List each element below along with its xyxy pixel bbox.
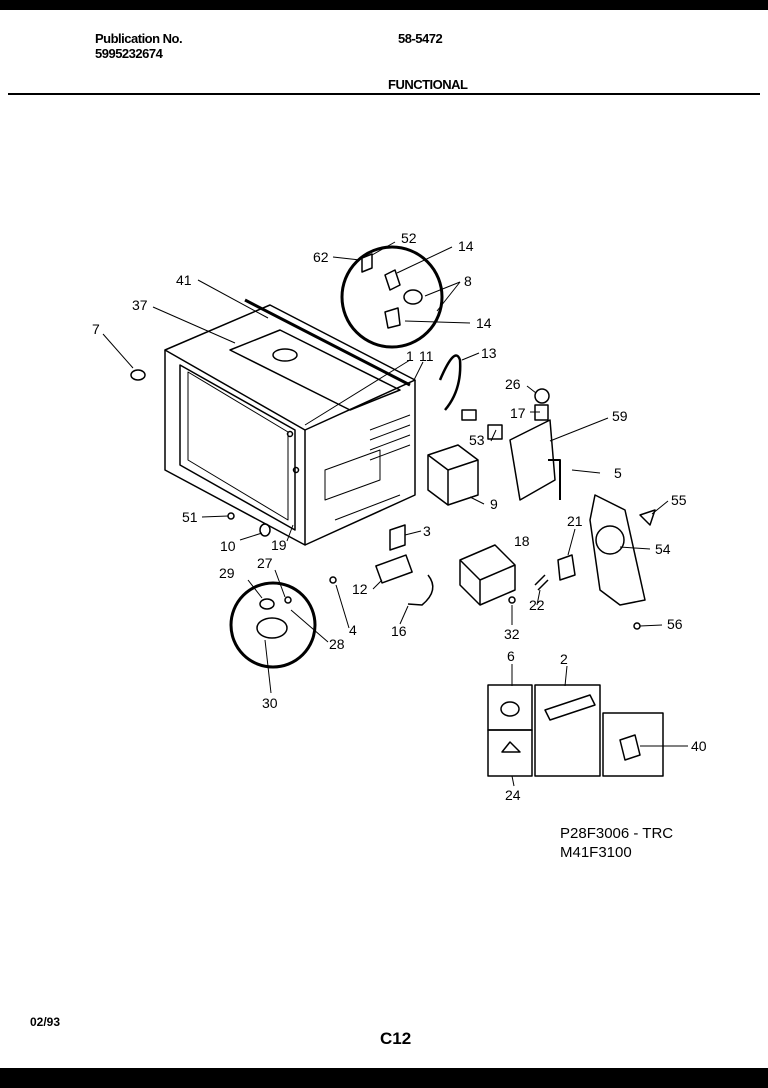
callout: 14 (458, 238, 474, 254)
callout: 27 (257, 555, 273, 571)
callout: 16 (391, 623, 407, 639)
page-number: C12 (380, 1029, 412, 1048)
control-panel-part (544, 694, 596, 721)
capacitor-bracket (389, 524, 406, 551)
duct-rod (548, 459, 561, 500)
lamp-socket (534, 404, 549, 421)
relay-switch (557, 554, 576, 581)
callout: 52 (401, 230, 417, 246)
fan-screw (508, 596, 516, 604)
diode (534, 574, 549, 591)
callout: 40 (691, 738, 707, 754)
callout: 41 (176, 272, 192, 288)
callout: 21 (567, 513, 583, 529)
callout: 6 (507, 648, 515, 664)
callout: 4 (349, 622, 357, 638)
model-number: P28F3006 - TRC (560, 825, 673, 842)
callout: 54 (655, 541, 671, 557)
callout: 62 (313, 249, 329, 265)
callout: 12 (352, 581, 368, 597)
callout: 8 (464, 273, 472, 289)
callout: 53 (469, 432, 485, 448)
lead-wire (407, 574, 434, 606)
callout: 11 (419, 348, 434, 364)
callout: 59 (612, 408, 628, 424)
capacitor (375, 554, 413, 584)
callout: 18 (514, 533, 530, 549)
document-code: 58-5472 (398, 31, 443, 46)
thermal-cutout (487, 424, 503, 440)
footer-date: 02/93 (30, 1015, 61, 1029)
callout: 22 (529, 597, 545, 613)
header-rule (8, 93, 760, 95)
callout: 1 (406, 348, 414, 364)
callout: 17 (510, 405, 526, 421)
top-border (0, 0, 768, 10)
mounting-screw (329, 576, 337, 584)
callout: 3 (423, 523, 431, 539)
callout: 29 (219, 565, 235, 581)
oven-cabinet (164, 298, 416, 546)
callout: 37 (132, 297, 148, 313)
knob (500, 701, 520, 717)
callout: 9 (490, 496, 498, 512)
screw (227, 512, 235, 520)
panel-screw (633, 622, 641, 630)
lamp-bulb (534, 388, 550, 404)
choke-coil (259, 523, 271, 537)
publication-label: Publication No. (95, 31, 183, 46)
bottom-border (0, 1068, 768, 1088)
detail-circle-top (340, 245, 444, 349)
callout: 13 (481, 345, 497, 361)
callout: 14 (476, 315, 492, 331)
hinge-part (619, 734, 641, 761)
callout: 7 (92, 321, 100, 337)
inset-boxes (487, 684, 664, 777)
publication-number: 5995232674 (95, 46, 163, 61)
door-handle-part (501, 741, 521, 753)
callout: 51 (182, 509, 198, 525)
callout: 5 (614, 465, 622, 481)
callout-labels: 52 62 14 8 14 41 37 7 1 11 13 26 17 59 5… (92, 230, 707, 803)
callout: 24 (505, 787, 521, 803)
leader-lines (102, 241, 688, 787)
fan-bracket (509, 419, 556, 501)
section-title: FUNCTIONAL (388, 77, 468, 92)
callout: 19 (271, 537, 287, 553)
callout: 56 (667, 616, 683, 632)
turntable-motor-parts (256, 596, 292, 639)
harness-connector (461, 409, 477, 421)
model-number: M41F3100 (560, 844, 632, 861)
magnetron (459, 544, 516, 606)
callout: 32 (504, 626, 520, 642)
callout: 55 (671, 492, 687, 508)
callout: 10 (220, 538, 236, 554)
callout: 28 (329, 636, 345, 652)
callout: 26 (505, 376, 521, 392)
wire-harness (438, 354, 462, 411)
callout: 2 (560, 651, 568, 667)
fan-motor-panel (589, 494, 656, 606)
detail-circle-bottom (229, 581, 317, 669)
cabinet-foot (130, 369, 146, 381)
latch-parts (361, 253, 423, 329)
callout: 30 (262, 695, 278, 711)
transformer (427, 444, 479, 506)
